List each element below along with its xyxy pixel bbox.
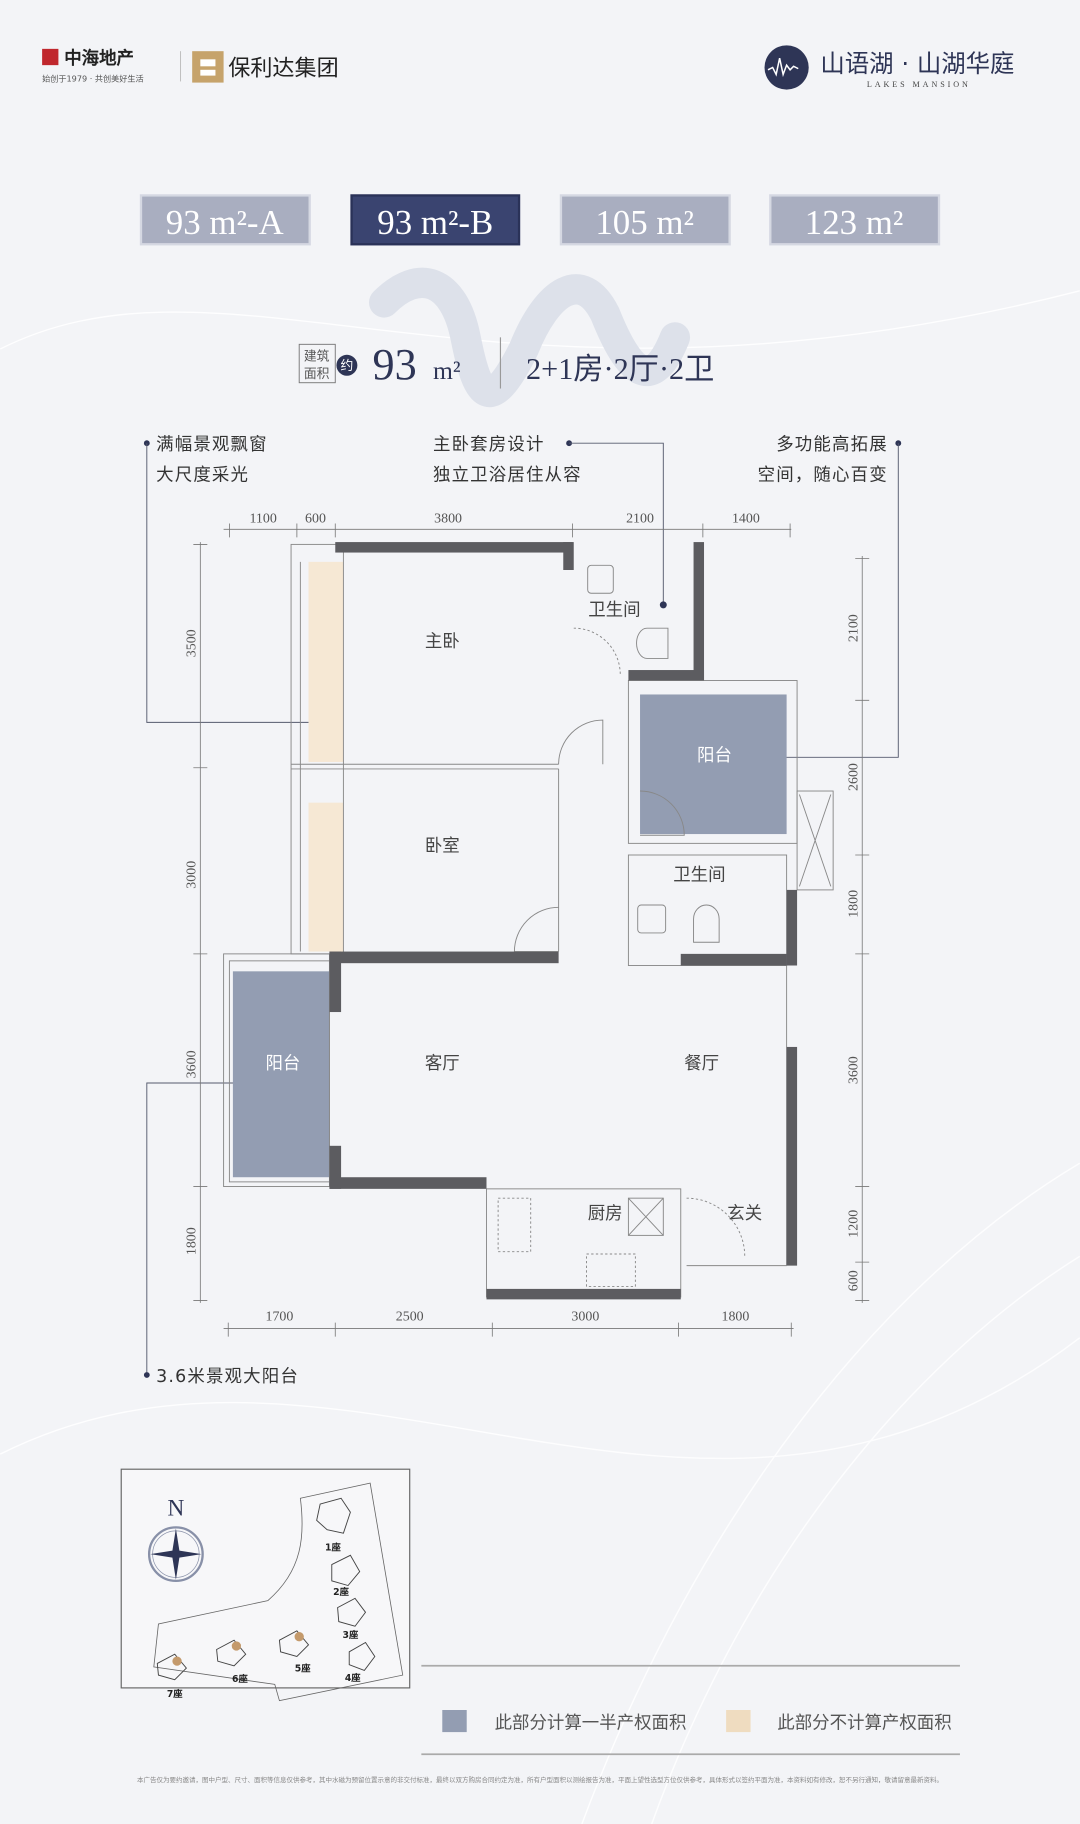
room-layout: 2+1房·2厅·2卫: [526, 352, 714, 386]
dim-right-4: 3600: [847, 1056, 862, 1084]
tab-123[interactable]: 123 m²: [769, 194, 941, 246]
room-label-balcony-right: 阳台: [697, 746, 732, 766]
room-label-dining: 餐厅: [684, 1054, 719, 1074]
fridge-icon: [627, 1197, 664, 1236]
callout-left-line2: 大尺度采光: [156, 465, 249, 485]
room-label-living: 客厅: [425, 1054, 460, 1074]
legend-swatch-half-area: [442, 1710, 467, 1733]
callout-left-line1: 满幅景观飘窗: [156, 435, 268, 455]
decorative-wave: [369, 267, 691, 407]
building-label-1: 1座: [325, 1542, 341, 1554]
area-number: 93: [372, 340, 416, 389]
tab-label: 93 m²-A: [166, 203, 284, 242]
callout-bottom: 3.6米景观大阳台: [156, 1367, 299, 1387]
logo-zhonghai: 中海地产 始创于1979 · 共创美好生活: [42, 48, 144, 83]
bay-window-excluded-area: [308, 561, 344, 762]
building-label-2: 2座: [333, 1586, 349, 1598]
sink-icon-2: [637, 904, 667, 934]
lakes-mansion-subtitle: LAKES MANSION: [867, 80, 971, 89]
legend-label-half-area: 此部分计算一半产权面积: [495, 1714, 687, 1734]
lakes-mansion-name: 山语湖 · 山湖华庭: [820, 49, 1014, 78]
kitchen-sink-icon: [497, 1197, 532, 1253]
baolida-logo-icon: [192, 51, 224, 83]
room-label-master-bedroom: 主卧: [425, 632, 460, 652]
tab-105[interactable]: 105 m²: [559, 194, 731, 246]
dim-right-5: 1200: [847, 1210, 862, 1238]
room-label-balcony-left: 阳台: [265, 1054, 300, 1074]
stove-icon: [586, 1253, 636, 1288]
building-label-5: 5座: [295, 1663, 311, 1675]
logo-lakes-mansion: 山语湖 · 山湖华庭 LAKES MANSION: [764, 45, 1014, 90]
tab-label: 105 m²: [595, 203, 694, 242]
tab-label: 93 m²-B: [377, 203, 493, 242]
dim-bottom-3: 3000: [571, 1309, 599, 1324]
badge-line-2: 面积: [304, 367, 330, 382]
dim-top-4: 2100: [626, 511, 654, 526]
dim-bottom-2: 2500: [396, 1309, 424, 1324]
building-label-4: 4座: [345, 1672, 361, 1684]
callout-right-line2: 空间，随心百变: [758, 465, 888, 485]
dim-right-2: 2600: [847, 763, 862, 791]
dim-top-3: 3800: [434, 511, 462, 526]
building-label-6: 6座: [232, 1673, 248, 1685]
north-label: N: [167, 1496, 184, 1522]
room-label-bath-2: 卫生间: [673, 866, 725, 886]
dimensions: 1100 600 3800 2100 1400 1700 2500 3000 1…: [185, 511, 870, 1337]
legend-swatch-excluded-area: [726, 1710, 751, 1733]
unit-tabs: 93 m²-A 93 m²-B 105 m² 123 m²: [139, 194, 941, 246]
logo-baolida: 保利达集团: [192, 51, 339, 83]
legend-label-excluded-area: 此部分不计算产权面积: [777, 1714, 951, 1734]
dim-left-3: 3600: [185, 1050, 200, 1078]
floor-plan: 主卧 卫生间 阳台 卧室 卫生间 阳台 客厅 餐厅 厨房 玄关: [223, 542, 834, 1300]
callouts: 满幅景观飘窗 大尺度采光 主卧套房设计 独立卫浴居住从容 多功能高拓展 空间，随…: [143, 435, 902, 1387]
dim-bottom-1: 1700: [265, 1309, 293, 1324]
approx-label: 约: [341, 359, 354, 374]
approx-badge: [336, 354, 358, 376]
zhonghai-logo-icon: [42, 48, 59, 66]
room-label-entry: 玄关: [727, 1204, 762, 1224]
legend: 此部分计算一半产权面积 此部分不计算产权面积: [421, 1664, 960, 1756]
tab-93a[interactable]: 93 m²-A: [139, 194, 311, 246]
tab-label: 123 m²: [805, 203, 904, 242]
building-label-7: 7座: [167, 1688, 183, 1700]
area-unit: m²: [433, 356, 461, 385]
dim-right-1: 2100: [847, 614, 862, 642]
room-label-master-bath: 卫生间: [588, 600, 640, 620]
dim-left-1: 3500: [185, 629, 200, 657]
zhonghai-name: 中海地产: [64, 48, 134, 69]
dim-right-6: 600: [847, 1270, 862, 1291]
dim-left-2: 3000: [185, 861, 200, 889]
sink-icon: [587, 564, 614, 594]
room-label-bedroom: 卧室: [425, 837, 460, 857]
dim-top-1: 1100: [249, 511, 276, 526]
disclaimer-footnote: 本广告仅为要约邀请，图中户型、尺寸、面积等信息仅供参考，其中水磁为预留位置示意的…: [137, 1775, 943, 1784]
balcony-left-area: [232, 971, 330, 1178]
callout-middle-line1: 主卧套房设计: [433, 435, 545, 455]
zhonghai-tagline: 始创于1979 · 共创美好生活: [42, 73, 144, 83]
toilet-icon: [636, 627, 669, 659]
dim-top-2: 600: [305, 511, 326, 526]
dim-left-4: 1800: [185, 1227, 200, 1255]
site-map: N 1座 2座 3座 4座 5座 6座 7座: [120, 1468, 411, 1702]
tab-93b[interactable]: 93 m²-B: [350, 194, 521, 246]
area-badge: [298, 343, 336, 384]
area-summary: 建筑 面积 约 93 m² 2+1房·2厅·2卫: [298, 337, 714, 389]
dim-top-5: 1400: [732, 511, 760, 526]
toilet-icon-2: [693, 904, 720, 943]
room-label-kitchen: 厨房: [588, 1204, 623, 1224]
balcony-right-area: [640, 694, 787, 835]
callout-middle-line2: 独立卫浴居住从容: [433, 465, 582, 485]
building-label-3: 3座: [342, 1629, 358, 1641]
background-swirls: [0, 290, 1080, 1824]
compass-icon: [147, 1526, 204, 1583]
dim-right-3: 1800: [847, 890, 862, 918]
dim-bottom-4: 1800: [721, 1309, 749, 1324]
bay-window-excluded-area-2: [308, 802, 344, 952]
baolida-name: 保利达集团: [228, 56, 338, 82]
lakes-mansion-logo-icon: [764, 45, 809, 90]
badge-line-1: 建筑: [304, 349, 330, 365]
callout-right-line1: 多功能高拓展: [776, 435, 888, 455]
